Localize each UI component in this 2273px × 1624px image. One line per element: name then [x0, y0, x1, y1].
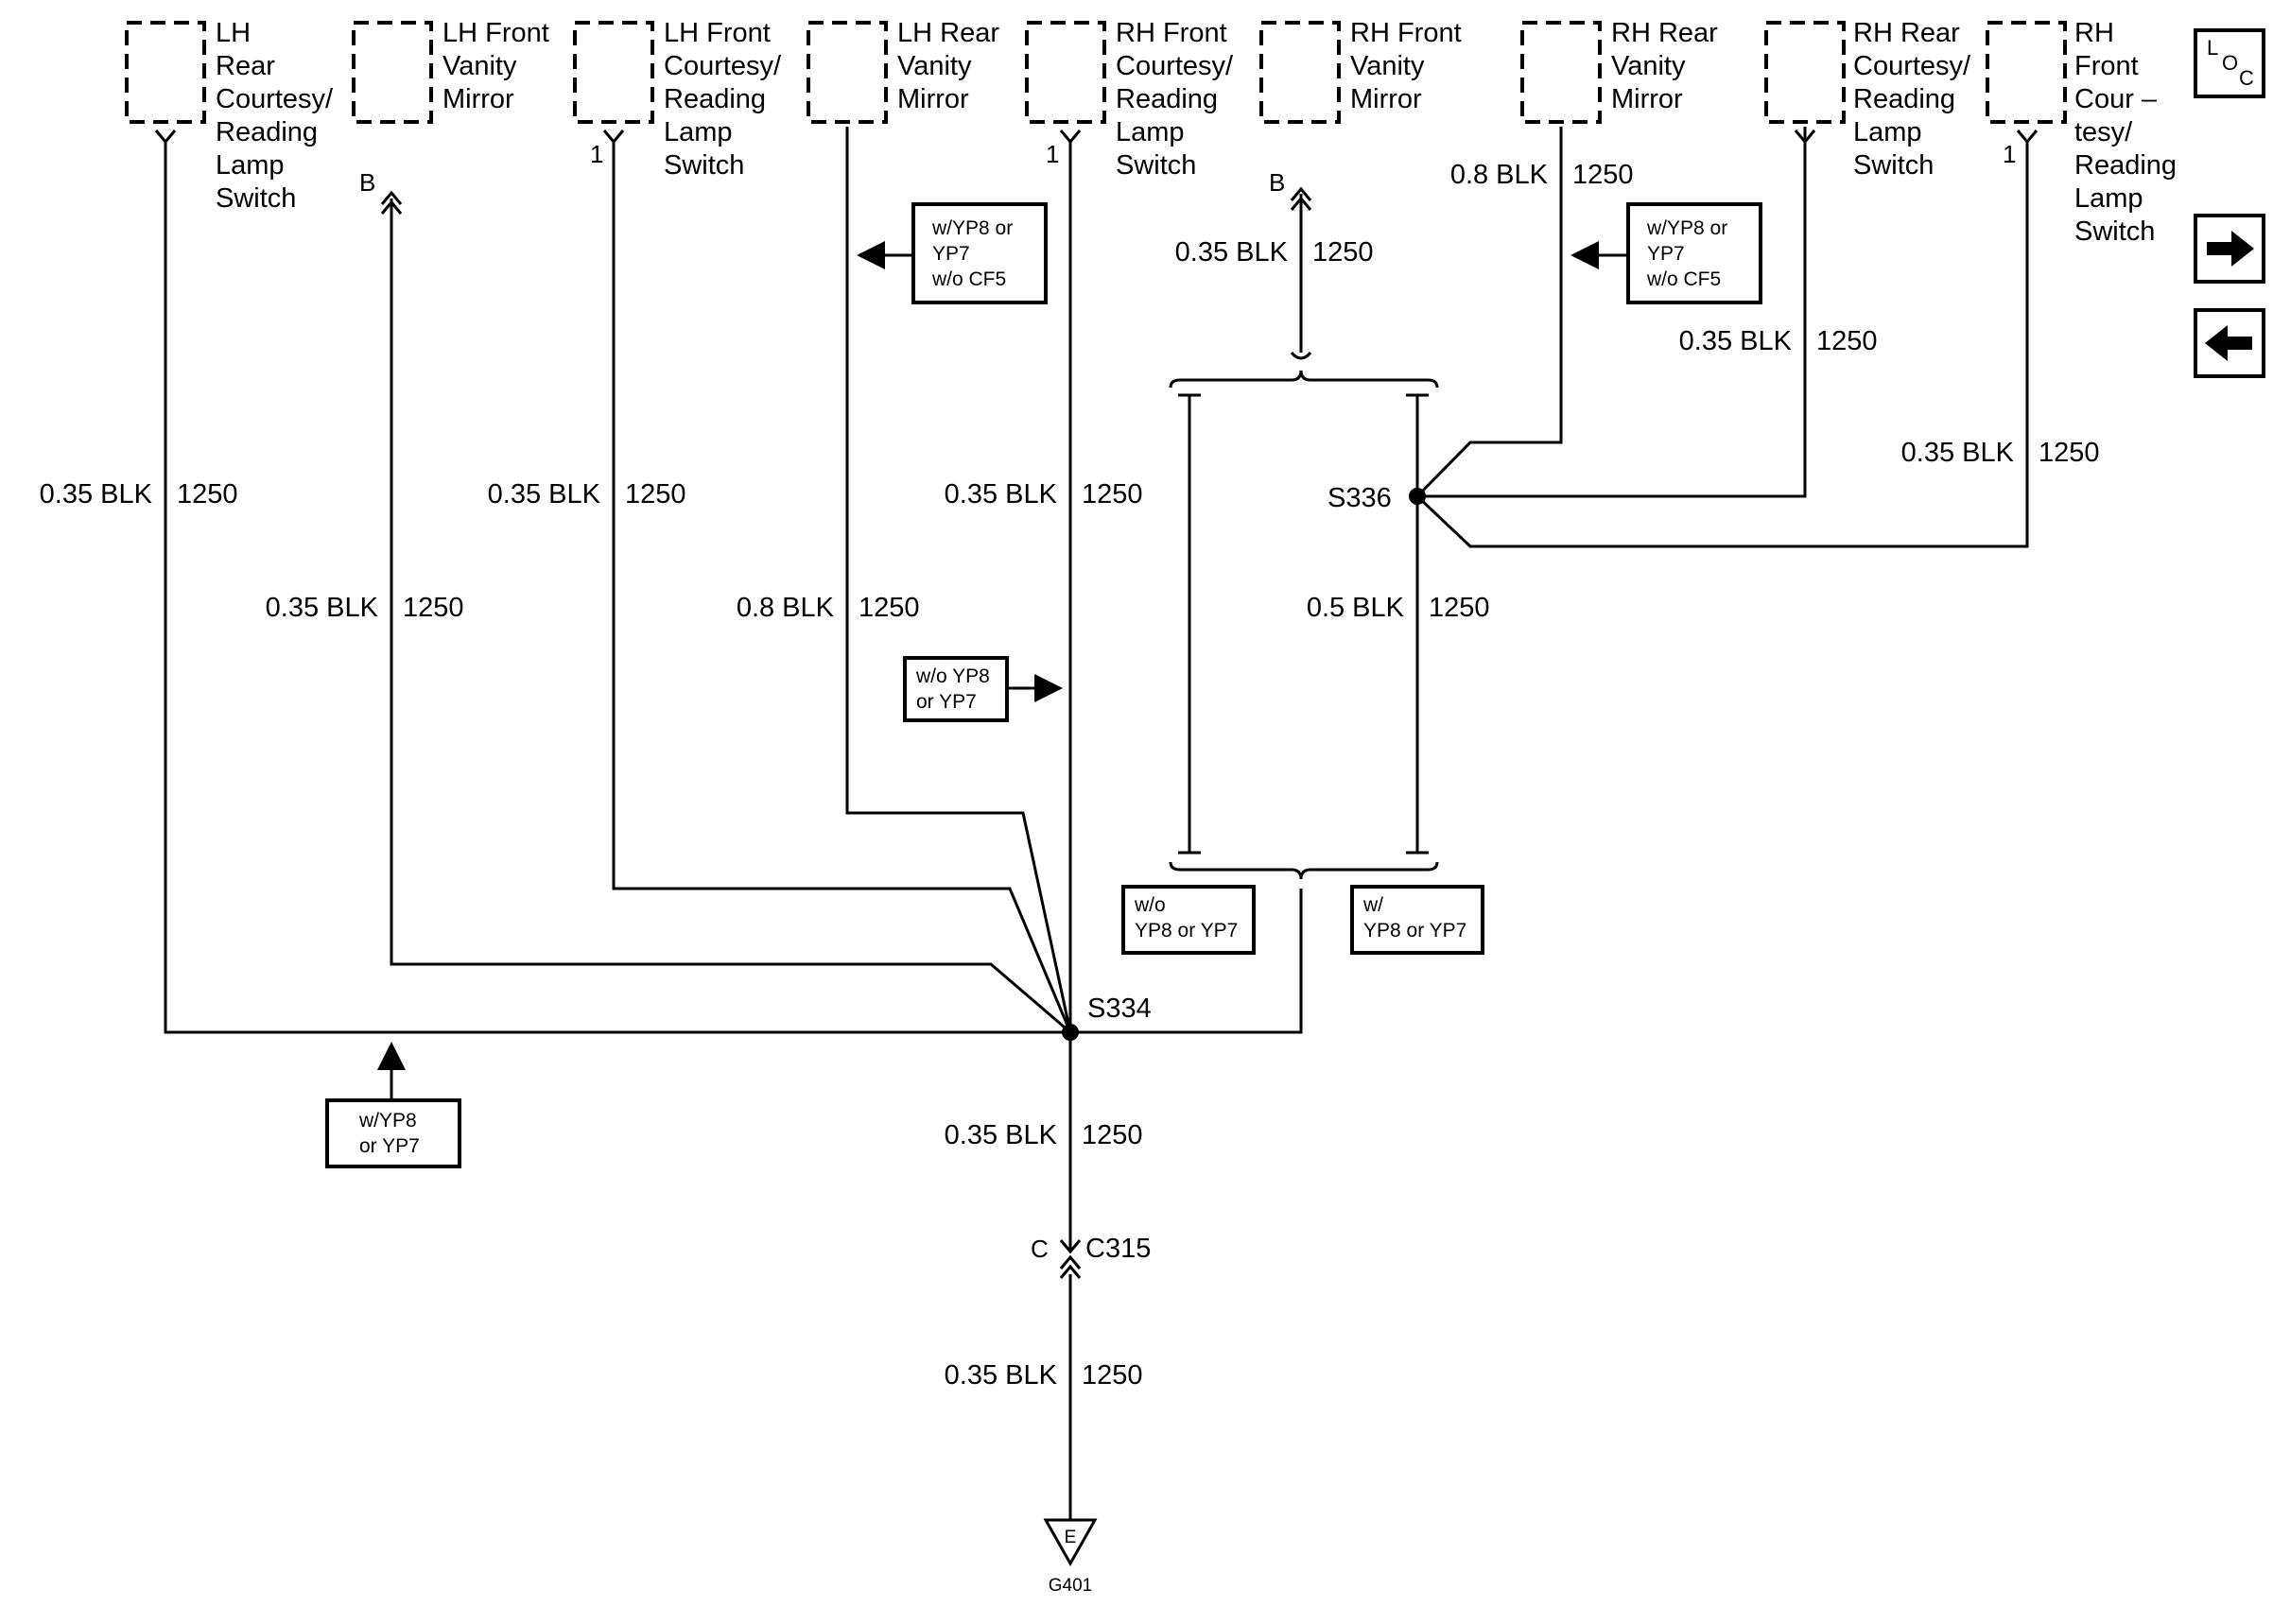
svg-text:O: O: [2222, 51, 2238, 75]
splice-s336-label: S336: [1327, 483, 1392, 513]
condition-box-option-left: [1121, 885, 1256, 955]
rh-rear-vanity-label: RH Rear Vanity Mirror: [1611, 18, 1726, 114]
wire-lh-rear-courtesy: [164, 140, 1070, 1034]
pin-rh-front-vanity: B: [1269, 168, 1285, 197]
ground-letter: E: [1065, 1528, 1077, 1547]
option-bracket-bottom: [1169, 861, 1439, 880]
rh-front-vanity-box: [1259, 21, 1341, 124]
circuit-s336-trunk: 1250: [1429, 593, 1490, 623]
wire-lh-rear-vanity: [845, 127, 1072, 1033]
condition-text-option-left: w/o YP8 or YP7: [1134, 894, 1238, 942]
c315-symbol: [1059, 1239, 1082, 1279]
size-rh-front-courtesy-2: 0.35 BLK: [1901, 438, 2015, 468]
condition-text-lh-rear-vanity: w/YP8 or YP7 w/o CF5: [931, 217, 1018, 290]
prev-button[interactable]: [2194, 308, 2265, 378]
circuit-c315-down: 1250: [1082, 1360, 1143, 1391]
loc-icon: L: [2207, 36, 2218, 60]
size-rh-rear-courtesy: 0.35 BLK: [1679, 326, 1793, 356]
circuit-rh-rear-vanity: 1250: [1572, 160, 1634, 190]
option-bracket-top: [1169, 370, 1439, 389]
lh-front-vanity-box: [352, 21, 433, 124]
wire-rh-front-courtesy-2: [1415, 140, 2029, 548]
lh-front-courtesy-label: LH Front Courtesy/ Reading Lamp Switch: [664, 18, 789, 181]
pin-rh-front-courtesy: 1: [1046, 140, 1059, 168]
circuit-s334-down: 1250: [1082, 1120, 1143, 1150]
c315-label: C315: [1085, 1234, 1151, 1264]
circuit-lh-rear-courtesy: 1250: [177, 479, 238, 510]
terminal-rh-front-courtesy: [1059, 130, 1082, 145]
size-lh-front-courtesy: 0.35 BLK: [488, 479, 601, 510]
wire-rh-rear-courtesy: [1417, 127, 1807, 498]
terminal-rh-front-courtesy-2: [2016, 130, 2039, 145]
rh-front-courtesy-2-label: RH Front Cour – tesy/ Reading Lamp Switc…: [2074, 18, 2184, 247]
lh-rear-courtesy-box: [125, 21, 206, 124]
lh-front-courtesy-box: [573, 21, 654, 124]
pin-lh-front-courtesy: 1: [590, 140, 603, 168]
pin-lh-front-vanity: B: [359, 168, 375, 197]
size-rh-front-courtesy: 0.35 BLK: [945, 479, 1058, 510]
rh-rear-courtesy-box: [1764, 21, 1846, 124]
pin-rh-front-courtesy-2: 1: [2003, 140, 2016, 168]
lh-rear-courtesy-label: LH Rear Courtesy/ Reading Lamp Switch: [216, 18, 340, 214]
rh-front-courtesy-box: [1025, 21, 1106, 124]
rh-front-courtesy-label: RH Front Courtesy/ Reading Lamp Switch: [1116, 18, 1241, 181]
rh-front-courtesy-2-box: [1986, 21, 2067, 124]
splice-s336: [1409, 488, 1426, 505]
size-lh-rear-vanity: 0.8 BLK: [737, 593, 835, 623]
rh-rear-courtesy-label: RH Rear Courtesy/ Reading Lamp Switch: [1853, 18, 1978, 181]
splice-s334: [1062, 1024, 1079, 1041]
wire-lh-front-courtesy: [612, 140, 1072, 1033]
size-rh-front-vanity: 0.35 BLK: [1175, 237, 1289, 268]
circuit-lh-rear-vanity: 1250: [859, 593, 920, 623]
pin-c315: C: [1031, 1235, 1049, 1263]
loc-button[interactable]: L O C: [2194, 28, 2265, 98]
size-s336-trunk: 0.5 BLK: [1307, 593, 1405, 623]
ground-symbol: [1043, 1518, 1098, 1567]
lh-rear-vanity-box: [807, 21, 888, 124]
condition-text-option-right: w/ YP8 or YP7: [1362, 894, 1466, 942]
condition-box-lh-rear-vanity: [911, 202, 1048, 304]
rh-rear-vanity-box: [1520, 21, 1602, 124]
rh-front-vanity-label: RH Front Vanity Mirror: [1350, 18, 1469, 114]
terminal-lh-rear-courtesy: [154, 130, 177, 145]
condition-box-lh-rear-courtesy: [325, 1098, 461, 1168]
circuit-rh-rear-courtesy: 1250: [1816, 326, 1878, 356]
condition-box-rh-rear-vanity: [1626, 202, 1762, 304]
wire-rh-rear-vanity: [1415, 127, 1563, 498]
terminal-rh-rear-courtesy: [1794, 130, 1816, 145]
arrow-left-icon: [2205, 325, 2252, 361]
terminal-lh-front-vanity: [380, 190, 403, 215]
circuit-lh-front-courtesy: 1250: [625, 479, 686, 510]
wire-s334-to-option: [1070, 889, 1303, 1034]
size-rh-rear-vanity: 0.8 BLK: [1450, 160, 1549, 190]
wire-lh-front-vanity: [390, 199, 1071, 1034]
size-lh-rear-courtesy: 0.35 BLK: [40, 479, 153, 510]
condition-text-rh-front-courtesy: w/o YP8 or YP7: [915, 665, 996, 713]
circuit-lh-front-vanity: 1250: [403, 593, 464, 623]
terminal-rh-front-vanity: [1290, 186, 1312, 211]
circuit-rh-front-vanity: 1250: [1312, 237, 1374, 268]
terminal-lh-front-courtesy: [602, 130, 625, 145]
condition-box-option-right: [1350, 885, 1484, 955]
lh-rear-vanity-label: LH Rear Vanity Mirror: [897, 18, 1007, 114]
arrow-right-icon: [2207, 231, 2254, 267]
next-button[interactable]: [2194, 214, 2265, 284]
circuit-rh-front-courtesy-2: 1250: [2039, 438, 2100, 468]
size-s334-down: 0.35 BLK: [945, 1120, 1058, 1150]
condition-text-rh-rear-vanity: w/YP8 or YP7 w/o CF5: [1646, 217, 1733, 290]
ground-name: G401: [1049, 1576, 1092, 1596]
size-c315-down: 0.35 BLK: [945, 1360, 1058, 1391]
splice-s334-label: S334: [1087, 993, 1152, 1024]
svg-text:C: C: [2239, 66, 2254, 90]
circuit-rh-front-courtesy: 1250: [1082, 479, 1143, 510]
condition-text-lh-rear-courtesy: w/YP8 or YP7: [358, 1110, 423, 1157]
lh-front-vanity-label: LH Front Vanity Mirror: [442, 18, 557, 114]
size-lh-front-vanity: 0.35 BLK: [266, 593, 379, 623]
